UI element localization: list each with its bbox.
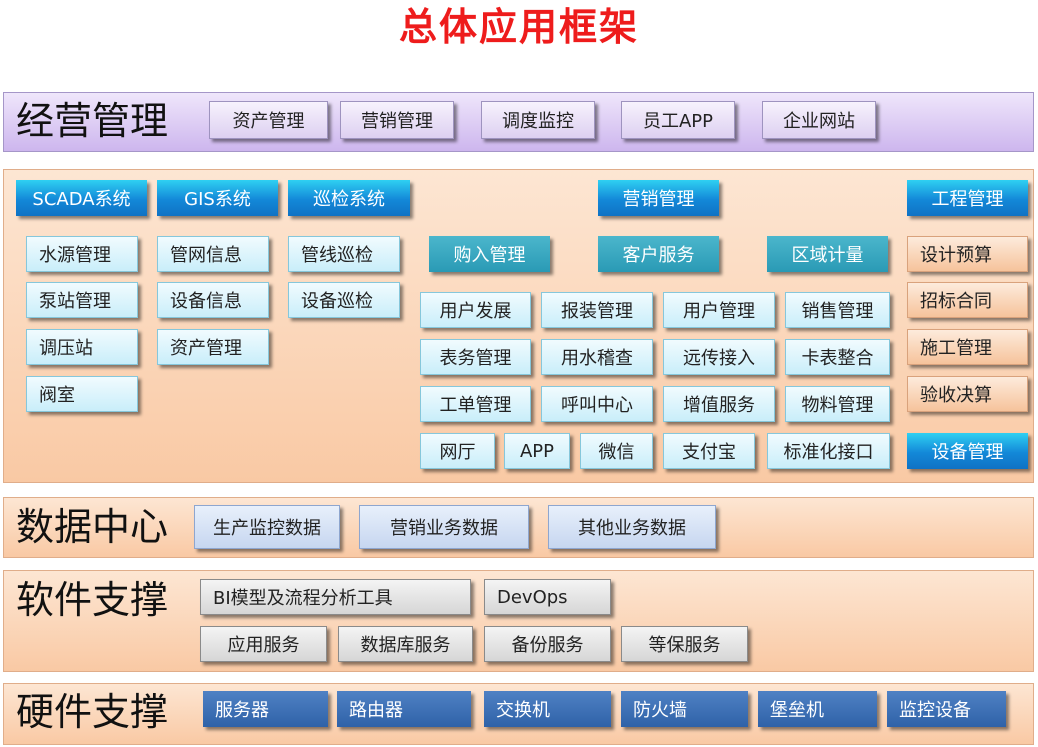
marketing-grid-cell: 物料管理 <box>785 386 890 422</box>
data-other-business: 其他业务数据 <box>548 505 716 549</box>
hardware-monitoring-device: 监控设备 <box>887 691 1006 727</box>
scada-valve-room: 阀室 <box>26 376 138 412</box>
gis-network-info: 管网信息 <box>157 236 269 272</box>
software-devops: DevOps <box>484 579 611 615</box>
software-db-service: 数据库服务 <box>338 626 473 662</box>
marketing-grid-cell: 网厅 <box>420 433 495 469</box>
marketing-grid-cell: 销售管理 <box>785 292 890 328</box>
engineering-acceptance: 验收决算 <box>907 376 1028 412</box>
scada-water-source: 水源管理 <box>26 236 138 272</box>
management-dispatch-box: 调度监控 <box>481 101 595 139</box>
engineering-bid-contract: 招标合同 <box>907 282 1028 318</box>
management-staff-app-box: 员工APP <box>621 101 735 139</box>
marketing-grid-cell: 用水稽查 <box>541 339 653 375</box>
management-website-box: 企业网站 <box>762 101 876 139</box>
hardware-firewall: 防火墙 <box>621 691 748 727</box>
marketing-customer-service-header: 客户服务 <box>598 236 719 272</box>
software-security-service: 等保服务 <box>621 626 748 662</box>
marketing-system-header: 营销管理 <box>598 180 719 216</box>
inspection-system-header: 巡检系统 <box>288 180 410 216</box>
marketing-grid-cell: 表务管理 <box>420 339 531 375</box>
data-production-monitoring: 生产监控数据 <box>194 505 340 549</box>
gis-system-header: GIS系统 <box>157 180 278 216</box>
hardware-server: 服务器 <box>203 691 328 727</box>
hardware-label: 硬件支撑 <box>16 690 169 734</box>
gis-asset-mgmt: 资产管理 <box>157 329 269 365</box>
hardware-router: 路由器 <box>337 691 471 727</box>
marketing-grid-cell: 工单管理 <box>420 386 531 422</box>
software-bi-tools: BI模型及流程分析工具 <box>200 579 471 615</box>
marketing-area-metering-header: 区域计量 <box>767 236 888 272</box>
marketing-grid-cell: APP <box>504 433 570 469</box>
management-label: 经营管理 <box>16 99 169 143</box>
page-title: 总体应用框架 <box>398 5 639 49</box>
marketing-grid-cell: 支付宝 <box>663 433 755 469</box>
marketing-grid-cell: 微信 <box>580 433 653 469</box>
scada-pump-station: 泵站管理 <box>26 282 138 318</box>
scada-system-header: SCADA系统 <box>16 180 147 216</box>
marketing-grid-cell: 用户发展 <box>420 292 531 328</box>
marketing-grid-cell: 增值服务 <box>663 386 775 422</box>
inspection-device: 设备巡检 <box>288 282 400 318</box>
software-backup-service: 备份服务 <box>484 626 611 662</box>
engineering-construction: 施工管理 <box>907 329 1028 365</box>
inspection-pipeline: 管线巡检 <box>288 236 400 272</box>
marketing-grid-cell: 标准化接口 <box>767 433 890 469</box>
management-marketing-box: 营销管理 <box>340 101 454 139</box>
scada-regulator-station: 调压站 <box>26 329 138 365</box>
marketing-purchase-header: 购入管理 <box>429 236 550 272</box>
engineering-system-header: 工程管理 <box>907 180 1028 216</box>
software-label: 软件支撑 <box>16 578 169 622</box>
marketing-grid-cell: 呼叫中心 <box>541 386 653 422</box>
marketing-grid-cell: 远传接入 <box>663 339 775 375</box>
marketing-grid-cell: 报装管理 <box>541 292 653 328</box>
management-asset-box: 资产管理 <box>209 101 328 139</box>
device-management-header: 设备管理 <box>907 433 1028 469</box>
hardware-bastion-host: 堡垒机 <box>758 691 877 727</box>
engineering-design-budget: 设计预算 <box>907 236 1028 272</box>
marketing-grid-cell: 卡表整合 <box>785 339 890 375</box>
marketing-grid-cell: 用户管理 <box>663 292 775 328</box>
gis-device-info: 设备信息 <box>157 282 269 318</box>
data-center-label: 数据中心 <box>16 505 169 549</box>
hardware-switch: 交换机 <box>484 691 611 727</box>
data-marketing-business: 营销业务数据 <box>359 505 529 549</box>
software-app-service: 应用服务 <box>200 626 327 662</box>
